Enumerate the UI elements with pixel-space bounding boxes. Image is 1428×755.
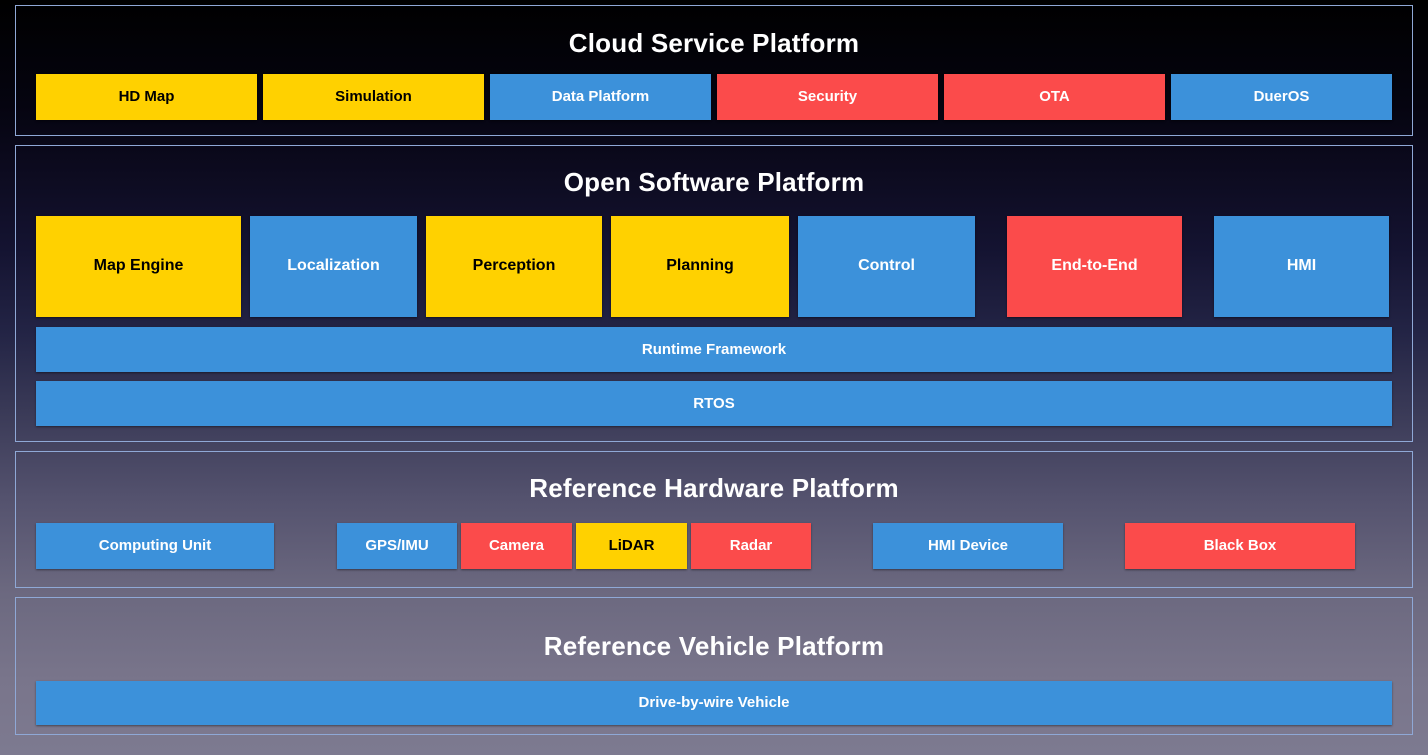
vehicle-box-row: Drive-by-wire Vehicle: [36, 681, 1392, 725]
tier-reference-hardware-platform: Reference Hardware Platform Computing Un…: [15, 451, 1413, 588]
cloud-box-dueros[interactable]: DuerOS: [1171, 74, 1392, 120]
tier-cloud-service-platform: Cloud Service Platform HD Map Simulation…: [15, 5, 1413, 136]
cloud-box-hd-map[interactable]: HD Map: [36, 74, 257, 120]
vehicle-box-drive-by-wire-vehicle[interactable]: Drive-by-wire Vehicle: [36, 681, 1392, 725]
spacer: [241, 216, 250, 317]
software-box-map-engine[interactable]: Map Engine: [36, 216, 241, 317]
software-box-perception[interactable]: Perception: [426, 216, 602, 317]
hardware-box-black-box[interactable]: Black Box: [1125, 523, 1355, 569]
spacer: [789, 216, 798, 317]
spacer: [417, 216, 426, 317]
cloud-box-simulation[interactable]: Simulation: [263, 74, 484, 120]
tier-title-cloud-service-platform: Cloud Service Platform: [568, 28, 860, 58]
hardware-box-lidar[interactable]: LiDAR: [576, 523, 687, 569]
software-module-row: Map Engine Localization Perception Plann…: [36, 216, 1392, 317]
software-box-control[interactable]: Control: [798, 216, 975, 317]
tier-title-reference-hardware-platform: Reference Hardware Platform: [529, 473, 899, 503]
software-box-end-to-end[interactable]: End-to-End: [1007, 216, 1182, 317]
cloud-box-security[interactable]: Security: [717, 74, 938, 120]
cloud-box-ota[interactable]: OTA: [944, 74, 1165, 120]
software-box-localization[interactable]: Localization: [250, 216, 417, 317]
spacer: [1182, 216, 1214, 317]
spacer: [975, 216, 1007, 317]
cloud-service-box-row: HD Map Simulation Data Platform Security…: [36, 74, 1392, 120]
hardware-box-hmi-device[interactable]: HMI Device: [873, 523, 1063, 569]
tier-title-reference-vehicle-platform: Reference Vehicle Platform: [543, 631, 885, 661]
software-box-hmi[interactable]: HMI: [1214, 216, 1389, 317]
software-bar-runtime-framework[interactable]: Runtime Framework: [36, 327, 1392, 372]
hardware-box-radar[interactable]: Radar: [691, 523, 811, 569]
spacer: [602, 216, 611, 317]
hardware-box-camera[interactable]: Camera: [461, 523, 572, 569]
tier-title-open-software-platform: Open Software Platform: [563, 167, 865, 197]
software-box-planning[interactable]: Planning: [611, 216, 789, 317]
cloud-box-data-platform[interactable]: Data Platform: [490, 74, 711, 120]
software-bar-rtos[interactable]: RTOS: [36, 381, 1392, 426]
tier-reference-vehicle-platform: Reference Vehicle Platform Drive-by-wire…: [15, 597, 1413, 735]
tier-open-software-platform: Open Software Platform Map Engine Locali…: [15, 145, 1413, 442]
hardware-box-computing-unit[interactable]: Computing Unit: [36, 523, 274, 569]
hardware-box-gps-imu[interactable]: GPS/IMU: [337, 523, 457, 569]
hardware-box-row: Computing Unit GPS/IMU Camera LiDAR Rada…: [36, 523, 1392, 569]
